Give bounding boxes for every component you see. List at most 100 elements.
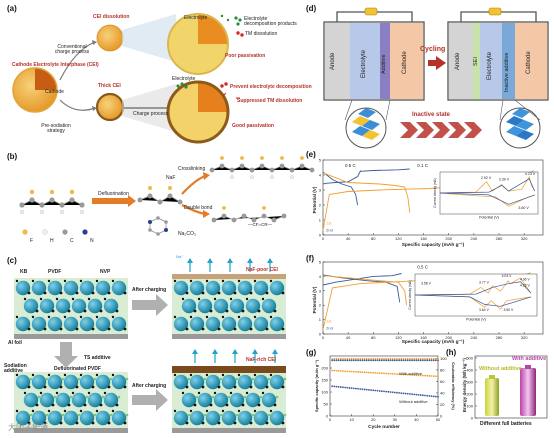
cap-with-point [355,370,357,373]
kb-particle [201,385,205,389]
ce-with-point [400,357,403,360]
discharge-05c [322,171,359,206]
kb-particle [181,391,185,395]
ce-with-point [372,357,375,360]
ce-with-point [428,357,431,360]
additive-particle [29,377,33,381]
cap-without-point [400,392,403,395]
kb-particle [51,309,55,313]
cap-without-point [348,387,351,389]
additive-particle [187,377,191,381]
kb-particle [15,373,19,377]
kb-particle [55,391,59,395]
nvp-particle [87,298,103,314]
peak-360: 3.60 V [518,206,529,210]
cap-without-point [406,392,409,395]
ce-without-point [417,359,420,362]
cap-without-point [346,386,349,389]
kb-particle [87,297,91,301]
cap-without-point [339,386,342,388]
kb-particle [241,403,245,407]
nvp-particle [237,374,253,390]
legend-h: H [50,238,54,244]
nvp-particle [23,298,39,314]
ce-with-point [370,357,372,360]
h-without-label: Without additive [479,366,522,372]
additive-particle [29,413,33,417]
cap-with-point [380,372,383,375]
kb-particle [209,403,213,407]
y-tick-label: 200 [466,392,473,397]
kb-particle [225,403,229,407]
nvp-particle [47,374,63,390]
after-charging-1: After charging [132,287,167,293]
nvp-particle [15,374,31,390]
kb-particle [43,385,47,389]
cap-with-point [376,372,379,374]
cap-without-point [417,393,420,396]
ce-with-point [409,357,411,360]
kb-particle [221,315,225,319]
x-tick-label: 120 [395,236,402,241]
kb-particle [67,309,71,313]
x-tick-label: 240 [471,335,478,340]
h-ylabel: Energy density (Wh kg⁻¹) [462,358,467,412]
cap-without-point [419,394,422,396]
cap-with-point [432,375,435,378]
ce-with-point [426,357,429,360]
kb-particle [27,421,31,425]
kb-particle [253,409,257,413]
panel-label-f: (f) [306,254,314,263]
cap-with-point [387,372,390,375]
panel-label-e: (e) [306,150,316,159]
cap-with-point [396,373,398,376]
peak-358: 3.58 V [421,282,432,286]
kb-particle [51,403,55,407]
ce-without-point [383,359,385,362]
rate-b-label: 0.1 C [417,163,429,168]
ce-without-point [339,359,342,362]
kb-particle [205,315,209,319]
big-sphere-bottom [166,80,230,144]
plot-frame [322,159,544,236]
inset-red-2nd [439,192,535,205]
additive-particle [251,413,255,417]
kb-particle [173,279,177,283]
kb-particle [185,291,189,295]
ce-with-point [402,357,405,360]
ce-with-point [348,357,351,360]
cap-with-point [437,375,439,378]
ce-with-point [346,357,349,360]
legend-2nd: 2nd [326,326,333,331]
ce-with-point [406,357,409,360]
nvp-particle [221,280,237,296]
cap-with-point [348,370,351,373]
cap-without-point [333,385,336,388]
kb-particle [123,385,127,389]
kb-particle [281,385,285,389]
ce-without-point [421,359,424,362]
kb-particle [115,403,119,407]
ce-with-point [339,357,342,360]
kb-particle [205,409,209,413]
ce-without-point [411,359,413,362]
kb-particle [253,315,257,319]
cap-with-point [372,371,375,374]
nvp-particle [197,298,213,314]
kb-particle [249,291,253,295]
kb-particle [213,297,217,301]
x-tick-label: 240 [471,236,478,241]
y-tick-label: 3 [319,188,322,193]
legend-2nd: 2nd [326,227,333,232]
ce-without-point [428,359,431,362]
kb-particle [47,315,51,319]
nvp-particle [95,316,111,332]
nvp-particle [269,374,285,390]
kb-particle [67,403,71,407]
kb-particle [63,409,67,413]
ce-without-point [376,359,379,362]
cap-without-point [344,386,347,389]
ce-without-point [355,359,357,362]
